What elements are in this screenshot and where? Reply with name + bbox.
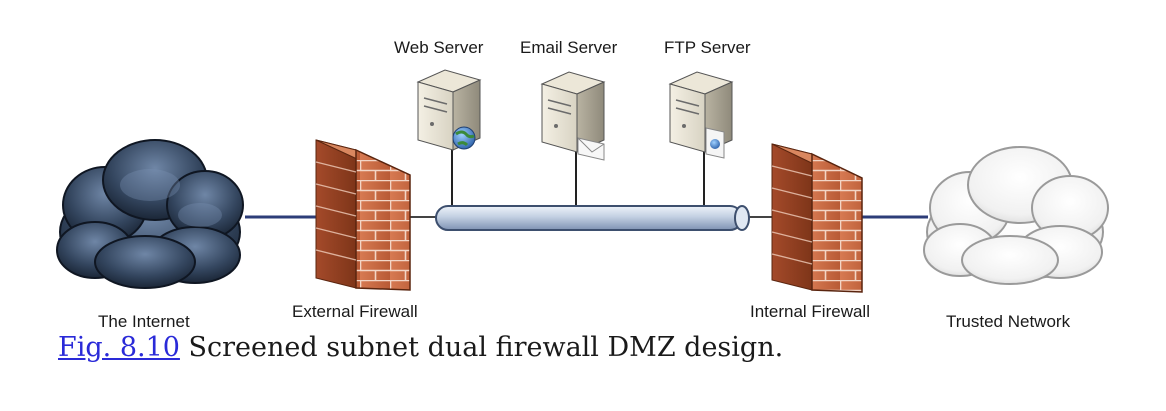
dmz-pipe bbox=[435, 205, 750, 231]
trusted-network-cloud-icon bbox=[923, 146, 1109, 285]
ftp-server-icon bbox=[668, 71, 734, 159]
caption-text: Screened subnet dual firewall DMZ design… bbox=[188, 332, 784, 363]
internet-label: The Internet bbox=[98, 312, 190, 331]
figure-caption: Fig. 8.10 Screened subnet dual firewall … bbox=[58, 332, 783, 363]
trusted-network-label: Trusted Network bbox=[946, 312, 1071, 331]
internal-firewall-icon bbox=[771, 143, 863, 293]
internal-firewall-label: Internal Firewall bbox=[750, 302, 870, 321]
globe-icon bbox=[452, 126, 476, 150]
ftp-server-label: FTP Server bbox=[664, 38, 751, 57]
email-server-label: Email Server bbox=[520, 38, 618, 57]
web-server-label: Web Server bbox=[394, 38, 484, 57]
figure-link[interactable]: Fig. 8.10 bbox=[58, 332, 180, 363]
internet-cloud-icon bbox=[56, 139, 244, 289]
envelope-icon bbox=[577, 137, 605, 161]
email-server-icon bbox=[540, 71, 606, 161]
external-firewall-icon bbox=[315, 139, 411, 291]
web-server-icon bbox=[416, 69, 482, 151]
file-globe-icon bbox=[705, 127, 725, 159]
external-firewall-label: External Firewall bbox=[292, 302, 418, 321]
